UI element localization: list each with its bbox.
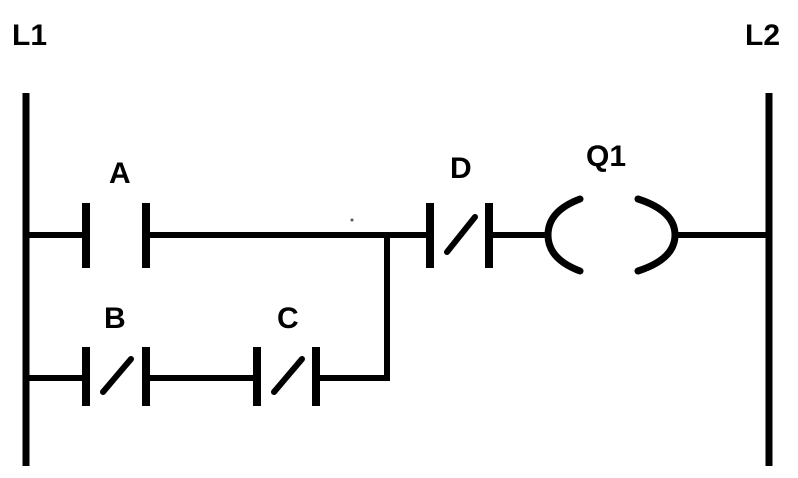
contact-label-b: B <box>104 302 126 335</box>
contact-c <box>253 347 320 406</box>
contact-label-a: A <box>109 157 131 190</box>
contact-label-d: D <box>450 152 472 185</box>
contact-a <box>82 203 150 268</box>
coil-q1 <box>544 195 679 275</box>
contact-d <box>426 203 493 268</box>
rail-label-left: L1 <box>12 19 47 52</box>
contact-label-c: C <box>277 302 299 335</box>
stray-dot <box>350 218 354 222</box>
contact-b <box>82 347 150 406</box>
rail-label-right: L2 <box>745 19 780 52</box>
coil-label-q1: Q1 <box>586 140 626 173</box>
